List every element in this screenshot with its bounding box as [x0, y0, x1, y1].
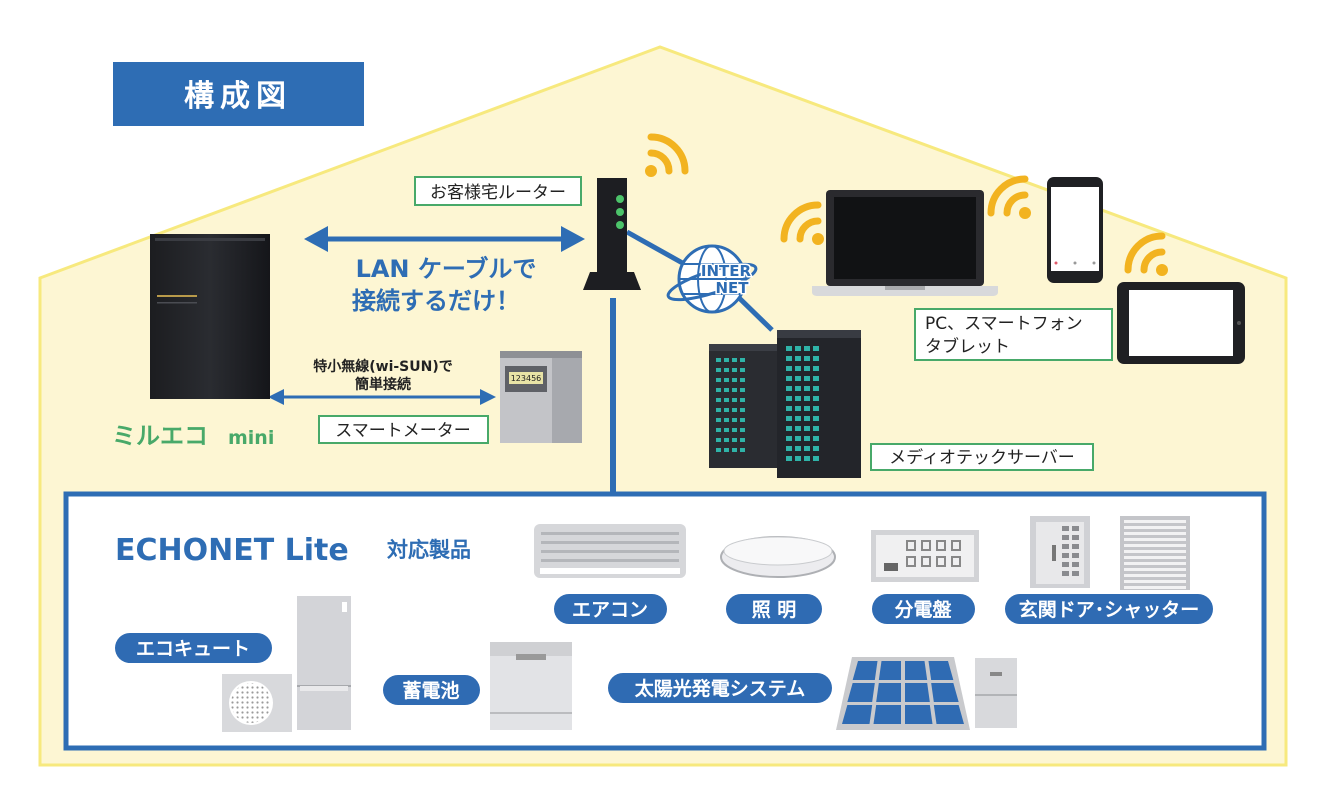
- shutter-icon: [1120, 516, 1190, 590]
- product-pill-door-shutter: 玄関ドア･シャッター: [1005, 594, 1213, 624]
- arrow-heads: [268, 226, 585, 405]
- product-pill-solar: 太陽光発電システム: [608, 673, 832, 703]
- entrance-door-icon: [1030, 516, 1090, 588]
- svg-text:エアコン: エアコン: [572, 599, 648, 621]
- svg-text:お客様宅ルーター: お客様宅ルーター: [430, 183, 566, 203]
- breaker-panel-icon: [871, 530, 979, 582]
- svg-text:照 明: 照 明: [752, 599, 797, 621]
- product-pill-battery: 蓄電池: [383, 675, 480, 705]
- svg-text:ミルエコ: ミルエコ: [112, 422, 208, 450]
- svg-text:簡単接続: 簡単接続: [355, 376, 411, 393]
- devices-label: PC、スマートフォン タブレット: [914, 308, 1113, 361]
- phone-wifi-icon: [987, 175, 1031, 219]
- product-pill-breaker: 分電盤: [872, 594, 975, 624]
- svg-text:対応製品: 対応製品: [387, 538, 471, 562]
- svg-text:PC、スマートフォン: PC、スマートフォン: [925, 314, 1083, 334]
- svg-text:ECHONET Lite: ECHONET Lite: [115, 533, 349, 568]
- wisun-text: 特小無線(wi-SUN)で 簡単接続: [313, 358, 453, 393]
- smartphone-icon: [1047, 177, 1103, 283]
- svg-text:メディオテックサーバー: メディオテックサーバー: [889, 447, 1075, 468]
- product-pill-ecocute: エコキュート: [115, 633, 272, 663]
- svg-text:玄関ドア･シャッター: 玄関ドア･シャッター: [1019, 598, 1200, 621]
- svg-text:接続するだけ！: 接続するだけ！: [352, 287, 520, 315]
- smart-meter-icon: 123456: [500, 351, 582, 443]
- title-badge: 構成図: [113, 62, 364, 126]
- milueco-label: ミルエコ mini: [112, 422, 274, 450]
- router-wifi-icon: [645, 133, 689, 177]
- ceiling-light-icon: [720, 536, 836, 578]
- svg-text:mini: mini: [228, 427, 274, 449]
- svg-text:エコキュート: エコキュート: [136, 638, 250, 660]
- svg-text:NET: NET: [715, 279, 749, 297]
- svg-text:スマートメーター: スマートメーター: [335, 421, 471, 441]
- svg-text:分電盤: 分電盤: [894, 598, 952, 621]
- svg-text:太陽光発電システム: 太陽光発電システム: [635, 677, 805, 700]
- air-conditioner-icon: [534, 524, 686, 578]
- product-pill-lighting: 照 明: [726, 594, 822, 624]
- echonet-title: ECHONET Lite 対応製品: [115, 533, 471, 568]
- product-pill-aircon: エアコン: [554, 594, 667, 624]
- smart-meter-label: スマートメーター: [318, 415, 489, 444]
- svg-text:INTER: INTER: [701, 262, 752, 280]
- milueco-mini-device: [150, 234, 270, 399]
- tablet-icon: [1117, 282, 1245, 364]
- tablet-wifi-icon: [1124, 232, 1168, 276]
- server-rack-icon: [709, 330, 861, 478]
- svg-text:蓄電池: 蓄電池: [402, 679, 459, 702]
- title-badge-text: 構成図: [184, 79, 292, 114]
- lan-cable-text: LAN ケーブルで 接続するだけ！: [352, 255, 536, 315]
- router-label: お客様宅ルーター: [414, 176, 582, 206]
- svg-text:123456: 123456: [511, 374, 542, 383]
- router-device: [583, 178, 641, 290]
- connection-lines: [282, 229, 774, 494]
- internet-globe-icon: INTER NET: [666, 244, 758, 314]
- eco-cute-icon: [222, 596, 351, 732]
- storage-battery-icon: [490, 642, 572, 730]
- svg-text:特小無線(wi-SUN)で: 特小無線(wi-SUN)で: [313, 358, 453, 375]
- svg-text:LAN ケーブルで: LAN ケーブルで: [356, 255, 537, 283]
- laptop-icon: [812, 190, 998, 296]
- solar-panel-icon: [836, 657, 1017, 730]
- server-label: メディオテックサーバー: [870, 443, 1094, 471]
- svg-text:タブレット: タブレット: [925, 336, 1010, 357]
- laptop-wifi-icon: [780, 201, 824, 245]
